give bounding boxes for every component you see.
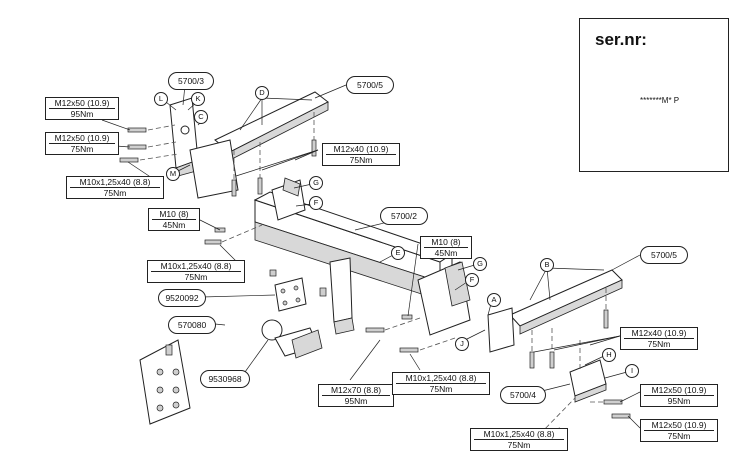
part-5700-3: 5700/3 [168, 72, 214, 90]
callout-a: A [487, 293, 501, 307]
callout-b: B [540, 258, 554, 272]
leader-lines [101, 84, 641, 435]
part-5700-2: 5700/2 [380, 207, 428, 225]
spec-torque: 45Nm [162, 220, 186, 230]
spec-box: M10 (8)45Nm [420, 236, 472, 259]
spec-thread: M12x70 (8.8) [322, 385, 390, 396]
callout-g-right: G [473, 257, 487, 271]
spec-thread: M10x1,25x40 (8.8) [151, 261, 241, 272]
serial-number-warning-box [579, 18, 729, 172]
callout-e: E [391, 246, 405, 260]
spec-box: M10 (8)45Nm [148, 208, 200, 231]
spec-torque: 75Nm [70, 144, 94, 154]
callout-d: D [255, 86, 269, 100]
callout-g-left: G [309, 176, 323, 190]
spec-box: M10x1,25x40 (8.8)75Nm [392, 372, 490, 395]
callout-c: C [194, 110, 208, 124]
spec-torque: 75Nm [184, 272, 208, 282]
part-9530968: 9530968 [200, 370, 250, 388]
spec-box: M10x1,25x40 (8.8)75Nm [66, 176, 164, 199]
callout-k: K [191, 92, 205, 106]
callout-f-left: F [309, 196, 323, 210]
spec-thread: M12x50 (10.9) [644, 385, 714, 396]
right-top-bracket [487, 269, 623, 353]
electrical-socket-plate [139, 339, 191, 425]
spec-box: M12x40 (10.9)75Nm [322, 143, 400, 166]
spec-box: M12x50 (10.9)75Nm [640, 419, 718, 442]
spec-thread: M12x50 (10.9) [49, 98, 115, 109]
serial-plate-text: *******M* P [640, 96, 680, 105]
callout-m: M [166, 167, 180, 181]
spec-torque: 75Nm [507, 440, 531, 450]
part-5700-5-right: 5700/5 [640, 246, 688, 264]
spec-box: M12x70 (8.8)95Nm [318, 384, 394, 407]
callout-f-right: F [465, 273, 479, 287]
spec-thread: M12x40 (10.9) [326, 144, 396, 155]
spec-thread: M10 (8) [152, 209, 196, 220]
spec-torque: 95Nm [667, 396, 691, 406]
spec-torque: 45Nm [434, 248, 458, 258]
serial-number-title: ser.nr: [595, 30, 647, 49]
left-mount-bracket [271, 177, 306, 221]
callout-h: H [602, 348, 616, 362]
spec-box: M12x50 (10.9)95Nm [45, 97, 119, 120]
spec-torque: 75Nm [103, 188, 127, 198]
spec-box: M10x1,25x40 (8.8)75Nm [147, 260, 245, 283]
spec-thread: M10x1,25x40 (8.8) [474, 429, 564, 440]
towbar-neck [329, 257, 355, 335]
tow-ball [261, 319, 323, 359]
socket-plate [274, 277, 307, 312]
spec-box: M10x1,25x40 (8.8)75Nm [470, 428, 568, 451]
callout-l: L [154, 92, 168, 106]
spec-torque: 75Nm [647, 339, 671, 349]
spec-torque: 75Nm [429, 384, 453, 394]
spec-torque: 95Nm [70, 109, 94, 119]
right-lower-bracket [569, 359, 607, 403]
assembly-lines [139, 112, 607, 435]
spec-thread: M10x1,25x40 (8.8) [70, 177, 160, 188]
spec-thread: M10 (8) [424, 237, 468, 248]
spec-box: M12x40 (10.9)75Nm [620, 327, 698, 350]
part-570080: 570080 [168, 316, 216, 334]
left-top-bracket [189, 91, 329, 199]
spec-thread: M12x50 (10.9) [644, 420, 714, 431]
callout-j: J [455, 337, 469, 351]
spec-thread: M12x50 (10.9) [49, 133, 115, 144]
part-5700-5-left: 5700/5 [346, 76, 394, 94]
spec-box: M12x50 (10.9)95Nm [640, 384, 718, 407]
spec-thread: M12x40 (10.9) [624, 328, 694, 339]
right-mount-bracket [417, 261, 471, 336]
spec-torque: 95Nm [344, 396, 368, 406]
spec-box: M12x50 (10.9)75Nm [45, 132, 119, 155]
spec-thread: M10x1,25x40 (8.8) [396, 373, 486, 384]
part-5700-4: 5700/4 [500, 386, 546, 404]
spec-torque: 75Nm [667, 431, 691, 441]
callout-i: I [625, 364, 639, 378]
part-9520092: 9520092 [158, 289, 206, 307]
spec-torque: 75Nm [349, 155, 373, 165]
